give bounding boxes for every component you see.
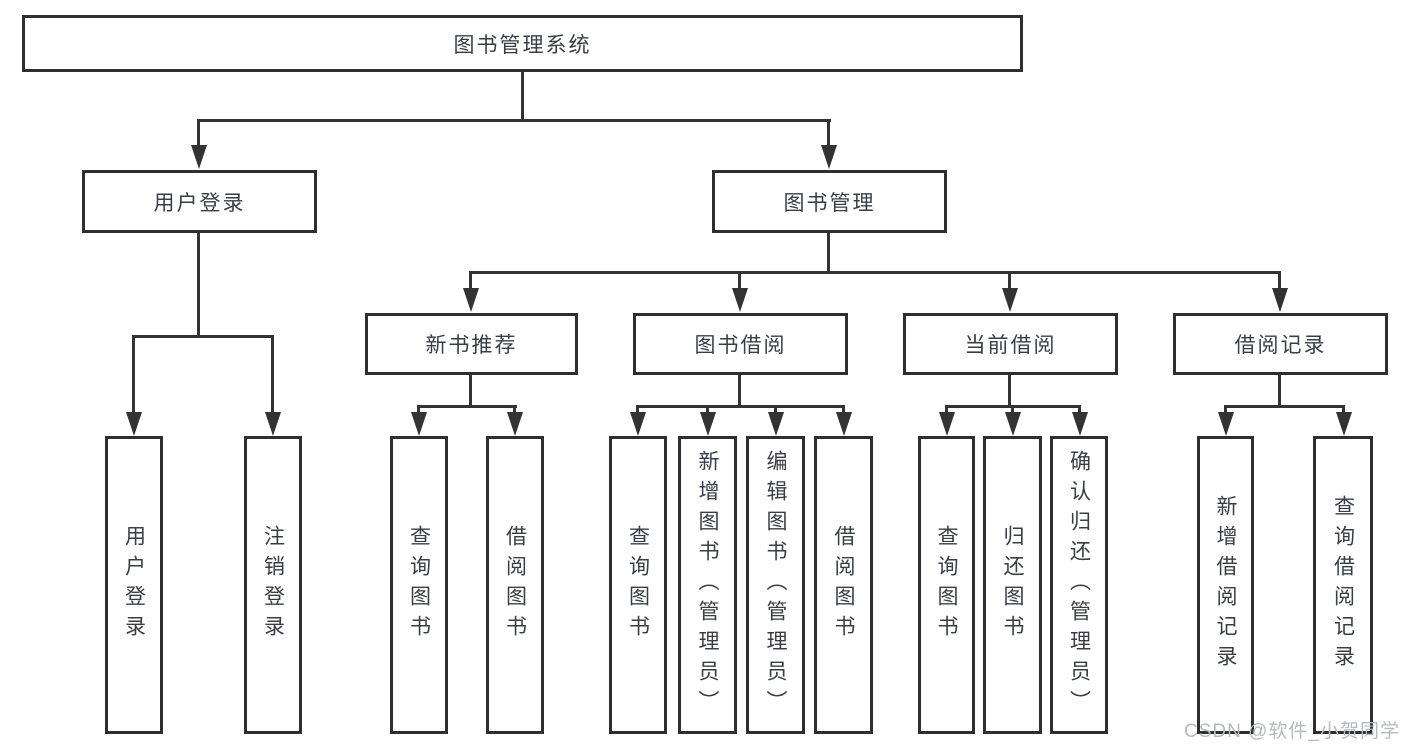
connector-borrow-split — [636, 405, 845, 408]
leaf-query-books-borrow: 查询图书 — [609, 436, 667, 734]
connector-leaf-stem — [1224, 405, 1227, 417]
leaf-borrow-books-recommend: 借阅图书 — [486, 436, 544, 734]
leaf-add-books-admin: 新增图书（管理员） — [678, 436, 737, 734]
connector-leaf-stem — [1342, 405, 1345, 417]
arrow-down-icon — [1002, 288, 1018, 312]
leaf-label: 编辑图书（管理员） — [764, 450, 787, 720]
arrow-down-icon — [1005, 412, 1021, 436]
connector-level3-stem — [469, 271, 472, 293]
connector-leaf-stem — [513, 405, 516, 417]
connector-leaf-stem — [132, 335, 135, 415]
leaf-label: 归还图书 — [1001, 525, 1024, 645]
leaf-label: 查询图书 — [626, 525, 650, 645]
connector-records-stem — [1278, 374, 1281, 408]
arrow-down-icon — [821, 145, 837, 169]
connector-leaf-stem — [774, 405, 777, 417]
arrow-down-icon — [1218, 412, 1234, 436]
leaf-add-borrow-record: 新增借阅记录 — [1197, 436, 1254, 734]
connector-book-mgmt-stem — [827, 232, 830, 274]
arrow-down-icon — [463, 288, 479, 312]
connector-book-mgmt-split — [469, 271, 1281, 274]
node-book-management-label: 图书管理 — [783, 191, 876, 215]
connector-leaf-stem — [1011, 405, 1014, 417]
leaf-query-books-recommend: 查询图书 — [390, 436, 448, 734]
arrow-down-icon — [126, 412, 142, 436]
node-borrow-records: 借阅记录 — [1173, 313, 1388, 375]
leaf-label: 借阅图书 — [503, 525, 527, 645]
node-user-login: 用户登录 — [82, 170, 317, 233]
connector-leaf-stem — [636, 405, 639, 417]
leaf-label: 查询借阅记录 — [1331, 495, 1355, 675]
leaf-confirm-return-admin: 确认归还（管理员） — [1050, 436, 1108, 734]
leaf-label: 借阅图书 — [832, 525, 855, 645]
arrow-down-icon — [265, 412, 281, 436]
leaf-return-books: 归还图书 — [983, 436, 1042, 734]
leaf-borrow-books: 借阅图书 — [814, 436, 873, 734]
connector-borrow-stem — [738, 374, 741, 408]
arrow-down-icon — [768, 412, 784, 436]
leaf-label: 确认归还（管理员） — [1067, 450, 1091, 720]
connector-recommend-split — [417, 405, 517, 408]
node-current-borrow: 当前借阅 — [903, 313, 1118, 375]
arrow-down-icon — [836, 412, 852, 436]
arrow-down-icon — [507, 412, 523, 436]
node-new-book-recommend-label: 新书推荐 — [425, 334, 518, 357]
connector-level3-stem — [1008, 271, 1011, 293]
arrow-down-icon — [191, 145, 207, 169]
connector-current-stem — [1008, 374, 1011, 408]
arrow-down-icon — [1072, 412, 1088, 436]
leaf-label: 新增借阅记录 — [1214, 495, 1237, 675]
connector-to-book-mgmt-stem — [827, 119, 830, 149]
connector-level3-stem — [738, 271, 741, 293]
leaf-logout: 注销登录 — [244, 436, 302, 734]
connector-recommend-stem — [469, 374, 472, 408]
connector-root-stem — [521, 71, 524, 121]
arrow-down-icon — [732, 288, 748, 312]
connector-to-user-login-stem — [197, 119, 200, 149]
node-root: 图书管理系统 — [22, 15, 1023, 72]
connector-leaf-stem — [945, 405, 948, 417]
connector-leaf-stem — [271, 335, 274, 415]
node-borrow-records-label: 借阅记录 — [1234, 334, 1327, 357]
node-root-label: 图书管理系统 — [453, 33, 592, 57]
node-user-login-label: 用户登录 — [153, 191, 246, 215]
arrow-down-icon — [1336, 412, 1352, 436]
connector-leaf-stem — [417, 405, 420, 417]
node-book-borrow: 图书借阅 — [633, 313, 848, 375]
connector-level3-stem — [1278, 271, 1281, 293]
arrow-down-icon — [630, 412, 646, 436]
arrow-down-icon — [939, 412, 955, 436]
node-current-borrow-label: 当前借阅 — [964, 334, 1057, 357]
leaf-label: 查询图书 — [407, 525, 431, 645]
connector-user-login-split — [132, 335, 274, 338]
leaf-user-login: 用户登录 — [105, 436, 163, 734]
connector-leaf-stem — [1078, 405, 1081, 417]
connector-leaf-stem — [706, 405, 709, 417]
leaf-label: 新增图书（管理员） — [696, 450, 719, 720]
leaf-query-books-current: 查询图书 — [918, 436, 975, 734]
arrow-down-icon — [700, 412, 716, 436]
connector-root-split — [197, 119, 831, 122]
leaf-label: 查询图书 — [935, 525, 958, 645]
leaf-label: 注销登录 — [261, 525, 285, 645]
arrow-down-icon — [411, 412, 427, 436]
leaf-edit-books-admin: 编辑图书（管理员） — [746, 436, 805, 734]
connector-user-login-stem — [197, 232, 200, 338]
connector-records-split — [1224, 405, 1345, 408]
leaf-label: 用户登录 — [122, 525, 146, 645]
leaf-query-borrow-record: 查询借阅记录 — [1313, 436, 1373, 734]
connector-leaf-stem — [842, 405, 845, 417]
arrow-down-icon — [1272, 288, 1288, 312]
node-book-management: 图书管理 — [712, 170, 947, 233]
node-book-borrow-label: 图书借阅 — [694, 334, 787, 357]
watermark: CSDN @软件_小贺同学 — [1184, 721, 1400, 742]
node-new-book-recommend: 新书推荐 — [365, 313, 578, 375]
